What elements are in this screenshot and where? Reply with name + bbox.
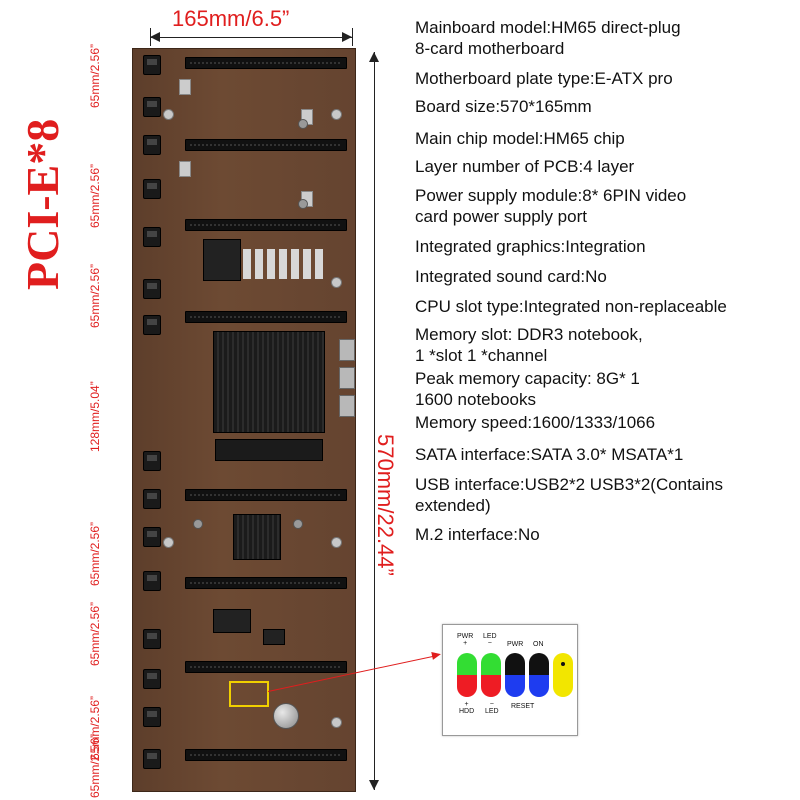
- spec-memory-slot: Memory slot: DDR3 notebook, 1 *slot 1 *c…: [415, 325, 643, 365]
- vrm-chip: [203, 239, 241, 281]
- 6pin-power-connector: [143, 315, 161, 335]
- pcie-slot-8: [185, 749, 347, 761]
- spec-m2: M.2 interface:No: [415, 525, 540, 544]
- spec-power-supply: Power supply module:8* 6PIN video card p…: [415, 186, 687, 226]
- slot-latch: [179, 79, 191, 95]
- mounting-hole: [331, 277, 342, 288]
- pin-hdd-led-minus: [481, 675, 501, 697]
- spec-sound-card: Integrated sound card:No: [415, 267, 607, 286]
- pcie-slot-5: [185, 489, 347, 501]
- spec-board-size: Board size:570*165mm: [415, 97, 592, 116]
- arrow-right-icon: [431, 650, 442, 660]
- chipset-heatsink: [233, 514, 281, 560]
- usb-port: [339, 367, 355, 389]
- 6pin-power-connector: [143, 707, 161, 727]
- 6pin-power-connector: [143, 227, 161, 247]
- pcie-slot-7: [185, 661, 347, 673]
- 6pin-power-connector: [143, 279, 161, 299]
- 6pin-power-connector: [143, 749, 161, 769]
- spec-main-chip: Main chip model:HM65 chip: [415, 129, 625, 148]
- 6pin-power-connector: [143, 571, 161, 591]
- slot-spacing-label: 65mm/2.56”: [88, 521, 102, 586]
- slot-spacing-label: 65mm/2.56”: [88, 601, 102, 666]
- mounting-hole: [331, 537, 342, 548]
- dimension-tick: [352, 28, 353, 46]
- 6pin-power-connector: [143, 179, 161, 199]
- pin-pwr-on: [529, 653, 549, 675]
- 6pin-power-connector: [143, 135, 161, 155]
- board-height-label: 570mm/22.44”: [373, 434, 398, 576]
- hdd-plus-label: + HDD: [459, 701, 475, 715]
- mounting-hole: [163, 109, 174, 120]
- capacitor: [298, 199, 308, 209]
- width-dimension-line: [150, 37, 352, 38]
- led-minus-label: LED −: [483, 633, 497, 647]
- pin-pwr-led-minus: [481, 653, 501, 675]
- slot-spacing-label: 65mm/2.56”: [88, 43, 102, 108]
- slot-spacing-label: 128mm/5.04”: [88, 381, 102, 452]
- 6pin-power-connector: [143, 55, 161, 75]
- front-panel-header-diagram: PWR + LED − PWR ON + HDD − LED RESET: [442, 624, 578, 736]
- motherboard-image: [132, 48, 356, 792]
- pcie-slot-4: [185, 311, 347, 323]
- spec-pcb-layers: Layer number of PCB:4 layer: [415, 157, 635, 176]
- slot-latch: [179, 161, 191, 177]
- pcie-count-label: PCI-E*8: [17, 118, 68, 290]
- pcie-slot-1: [185, 57, 347, 69]
- on-label: ON: [533, 641, 544, 648]
- mounting-hole: [331, 717, 342, 728]
- arrow-left-icon: [150, 32, 160, 42]
- 6pin-power-connector: [143, 669, 161, 689]
- pin-key-dot-icon: [561, 662, 565, 666]
- vrm-inductors: [243, 249, 323, 279]
- arrow-up-icon: [369, 52, 379, 62]
- 6pin-power-connector: [143, 527, 161, 547]
- spec-mainboard-model: Mainboard model:HM65 direct-plug 8-card …: [415, 18, 681, 58]
- arrow-right-icon: [342, 32, 352, 42]
- spec-integrated-graphics: Integrated graphics:Integration: [415, 237, 646, 256]
- reset-label: RESET: [511, 703, 535, 710]
- pcie-slot-6: [185, 577, 347, 589]
- pwr-label: PWR: [507, 641, 524, 648]
- slot-spacing-label: 65mm/2.56”: [88, 733, 102, 798]
- cpu-heatsink: [213, 331, 325, 433]
- spec-peak-memory: Peak memory capacity: 8G* 1 1600 noteboo…: [415, 369, 640, 409]
- memory-slot: [215, 439, 323, 461]
- cmos-battery: [273, 703, 299, 729]
- capacitor: [293, 519, 303, 529]
- usb-port: [339, 339, 355, 361]
- spec-usb: USB interface:USB2*2 USB3*2(Contains ext…: [415, 475, 724, 515]
- pcie-slot-2: [185, 139, 347, 151]
- capacitor: [298, 119, 308, 129]
- mounting-hole: [163, 537, 174, 548]
- pin-reset-2: [529, 675, 549, 697]
- spec-sata: SATA interface:SATA 3.0* MSATA*1: [415, 445, 684, 464]
- pin-pwr-led-plus: [457, 653, 477, 675]
- spec-cpu-slot: CPU slot type:Integrated non-replaceable: [415, 297, 727, 316]
- mounting-hole: [331, 109, 342, 120]
- led-minus-bottom-label: − LED: [485, 701, 499, 715]
- slot-spacing-label: 65mm/2.56”: [88, 263, 102, 328]
- height-dimension-line: [374, 52, 375, 790]
- board-width-label: 165mm/6.5”: [172, 6, 290, 31]
- front-panel-header-highlight: [229, 681, 269, 707]
- 6pin-power-connector: [143, 451, 161, 471]
- 6pin-power-connector: [143, 97, 161, 117]
- spec-plate-type: Motherboard plate type:E-ATX pro: [415, 69, 673, 88]
- pwr-plus-label: PWR +: [457, 633, 474, 647]
- pin-hdd-led-plus: [457, 675, 477, 697]
- pin-reset-1: [505, 675, 525, 697]
- capacitor: [193, 519, 203, 529]
- spec-memory-speed: Memory speed:1600/1333/1066: [415, 413, 656, 432]
- pin-key-bottom: [553, 675, 573, 697]
- 6pin-power-connector: [143, 489, 161, 509]
- 6pin-power-connector: [143, 629, 161, 649]
- pin-pwr-switch: [505, 653, 525, 675]
- pcie-slot-3: [185, 219, 347, 231]
- slot-spacing-label: 65mm/2.56”: [88, 163, 102, 228]
- controller-chip: [263, 629, 285, 645]
- arrow-down-icon: [369, 780, 379, 790]
- usb-port: [339, 395, 355, 417]
- controller-chip: [213, 609, 251, 633]
